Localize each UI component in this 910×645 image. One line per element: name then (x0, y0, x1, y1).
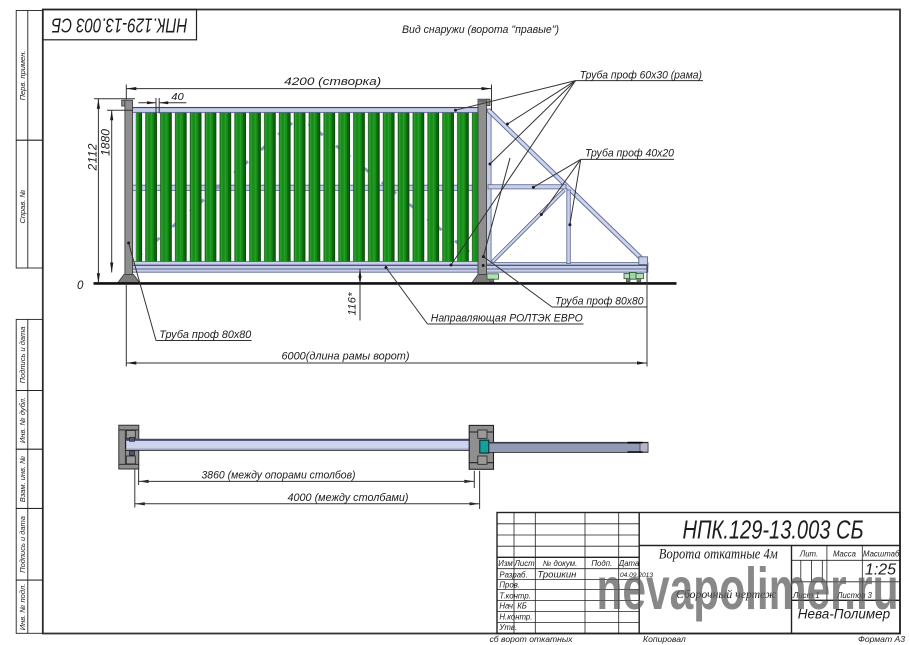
svg-text:Справ. №: Справ. № (18, 189, 27, 223)
svg-text:3860 (между опорами столбов): 3860 (между опорами столбов) (202, 470, 356, 482)
svg-text:Труба проф 80x80: Труба проф 80x80 (159, 329, 252, 341)
svg-text:Утв.: Утв. (498, 623, 517, 632)
svg-text:Труба проф 80x80: Труба проф 80x80 (555, 296, 644, 308)
svg-text:nevapolimer.ru: nevapolimer.ru (597, 556, 899, 622)
svg-text:НПК.129-13.003 СБ: НПК.129-13.003 СБ (52, 14, 188, 36)
svg-text:Копировал: Копировал (643, 634, 686, 644)
svg-text:Инв. № подл.: Инв. № подл. (18, 584, 27, 631)
svg-text:Подпись и дата: Подпись и дата (18, 516, 27, 573)
svg-text:Дата: Дата (618, 559, 640, 568)
svg-text:Взам. инв. №: Взам. инв. № (18, 456, 27, 502)
svg-text:1880: 1880 (99, 129, 113, 156)
svg-text:Нач. КБ: Нач. КБ (499, 601, 526, 610)
svg-text:4000 (между столбами): 4000 (между столбами) (288, 492, 409, 504)
svg-text:Нева-Полимер: Нева-Полимер (798, 607, 891, 622)
svg-text:Вид снаружи (ворота "правые"): Вид снаружи (ворота "правые") (402, 24, 559, 36)
svg-text:Направляющая РОЛТЭК ЕВРО: Направляющая РОЛТЭК ЕВРО (431, 313, 583, 325)
svg-text:4200 (створка): 4200 (створка) (284, 76, 381, 88)
svg-text:Инв. № дубл.: Инв. № дубл. (18, 397, 27, 443)
svg-text:2112: 2112 (85, 143, 99, 171)
svg-text:Труба проф 40x20: Труба проф 40x20 (585, 147, 675, 159)
svg-text:Подп.: Подп. (591, 559, 612, 568)
svg-text:сб ворот откатных: сб ворот откатных (490, 634, 574, 644)
svg-text:Пров.: Пров. (499, 581, 520, 590)
svg-text:116*: 116* (347, 292, 359, 316)
svg-text:Масса: Масса (833, 550, 857, 559)
svg-text:Лист 1: Лист 1 (792, 591, 820, 600)
svg-text:Трошкин: Трошкин (537, 570, 577, 581)
svg-text:Лист: Лист (514, 559, 536, 568)
svg-text:Изм: Изм (498, 559, 513, 568)
svg-text:Лит.: Лит. (799, 550, 818, 559)
svg-text:Т.контр.: Т.контр. (499, 591, 530, 600)
svg-text:Листов 3: Листов 3 (836, 591, 873, 600)
svg-text:Ворота откатные 4м: Ворота откатные 4м (659, 547, 778, 563)
svg-text:04.09.2013: 04.09.2013 (620, 572, 653, 579)
svg-text:Формат А3: Формат А3 (858, 634, 905, 644)
svg-text:Перв. примен.: Перв. примен. (18, 51, 27, 101)
svg-text:№ докум.: № докум. (543, 559, 577, 568)
svg-text:Разраб.: Разраб. (499, 571, 527, 580)
svg-text:0: 0 (77, 280, 84, 292)
svg-text:1:25: 1:25 (865, 562, 896, 579)
svg-text:Н.контр.: Н.контр. (499, 613, 532, 622)
svg-text:НПК.129-13.003 СБ: НПК.129-13.003 СБ (683, 515, 864, 545)
svg-text:Масштаб: Масштаб (863, 550, 900, 559)
svg-text:40: 40 (171, 92, 184, 103)
svg-text:Сборочный чертеж: Сборочный чертеж (676, 587, 776, 601)
svg-text:Труба проф 60x30 (рама): Труба проф 60x30 (рама) (580, 69, 703, 81)
svg-text:Подпись и дата: Подпись и дата (18, 327, 27, 384)
svg-text:6000(длина рамы ворот): 6000(длина рамы ворот) (282, 351, 410, 363)
